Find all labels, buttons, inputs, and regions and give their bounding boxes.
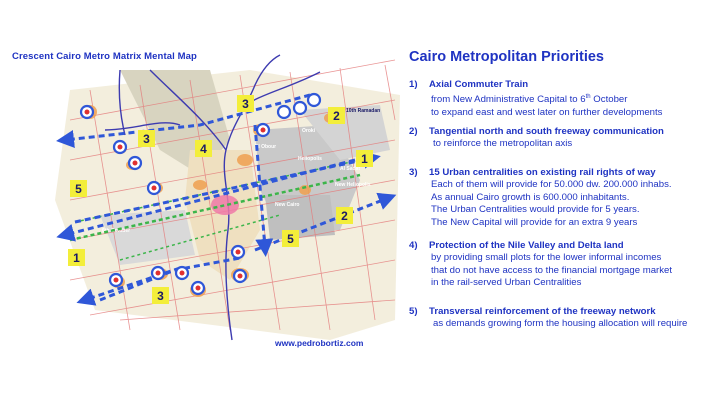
svg-text:2: 2: [333, 109, 340, 123]
item-line: The New Capital will provide for an extr…: [431, 216, 638, 228]
badge: 1: [356, 150, 373, 167]
item-heading: Axial Commuter Train: [429, 79, 529, 90]
item-line: to expand east and west later on further…: [431, 107, 663, 118]
panel-title: Cairo Metropolitan Priorities: [409, 49, 604, 65]
svg-text:5: 5: [75, 182, 82, 196]
item-heading: Protection of the Nile Valley and Delta …: [429, 240, 624, 251]
priority-item-3: 3) 15 Urban centralities on existing rail…: [409, 167, 719, 229]
item-line: by providing small plots for the lower i…: [431, 252, 662, 264]
district-label: Heliopolis: [298, 156, 322, 162]
badge: 4: [195, 140, 212, 157]
priority-item-2: 2) Tangential north and south freeway com…: [409, 126, 719, 151]
urban-centrality-markers: [79, 92, 322, 296]
priority-item-1: 1) Axial Commuter Train from New Administ…: [409, 79, 719, 119]
item-number: 5): [409, 306, 418, 317]
item-line: that do not have access to the financial…: [431, 264, 673, 276]
badge: 5: [282, 230, 299, 247]
item-number: 1): [409, 79, 418, 90]
item-number: 2): [409, 126, 418, 137]
district-label: 10th Ramadan: [346, 108, 380, 114]
item-line: The Urban Centralities would provide for…: [431, 204, 640, 216]
priority-item-5: 5) Transversal reinforcement of the freew…: [409, 306, 719, 331]
svg-text:4: 4: [200, 142, 207, 156]
badge: 3: [138, 130, 155, 147]
badge: 2: [336, 207, 353, 224]
district-label: Al Sadat: [340, 166, 360, 172]
item-line: Each of them will provide for 50.000 dw.…: [431, 179, 672, 191]
svg-text:3: 3: [157, 289, 164, 303]
freeway-arrows: [56, 93, 397, 306]
item-number: 4): [409, 240, 418, 251]
svg-text:1: 1: [361, 152, 368, 166]
svg-text:3: 3: [143, 132, 150, 146]
item-line: to reinforce the metropolitan axis: [433, 138, 573, 150]
district-label: New Heliopolis: [335, 182, 371, 188]
map-title: Crescent Cairo Metro Matrix Mental Map: [12, 51, 197, 62]
badge: 5: [70, 180, 87, 197]
item-line: As annual Cairo growth is 600.000 inhabi…: [431, 191, 630, 203]
svg-text:2: 2: [341, 209, 348, 223]
district-labels: Oroki 10th Ramadan El Obour Heliopolis A…: [102, 108, 380, 234]
district-label: 6th October: [102, 228, 130, 234]
svg-text:5: 5: [287, 232, 294, 246]
district-label: Oroki: [302, 128, 316, 134]
item-heading: 15 Urban centralities on existing rail r…: [429, 167, 656, 178]
item-line: from New Administrative Capital to 6th O…: [431, 94, 628, 106]
item-heading: Tangential north and south freeway commu…: [429, 126, 664, 137]
priority-badges: 3 2 3 4 1 5 2 5 1 3: [68, 95, 373, 304]
website-link[interactable]: www.pedrobortiz.com: [275, 338, 364, 348]
district-label: El Obour: [255, 144, 276, 150]
item-line: as demands growing form the housing allo…: [433, 318, 688, 330]
item-heading: Transversal reinforcement of the freeway…: [429, 306, 656, 317]
item-line: in the rail-served Urban Centralities: [431, 277, 582, 289]
metro-mental-map: Oroki 10th Ramadan El Obour Heliopolis A…: [55, 54, 400, 341]
priority-item-4: 4) Protection of the Nile Valley and Delt…: [409, 240, 719, 290]
badge: 1: [68, 249, 85, 266]
badge: 3: [152, 287, 169, 304]
district-label: New Cairo: [275, 202, 299, 208]
svg-text:1: 1: [73, 251, 80, 265]
item-number: 3): [409, 167, 418, 178]
badge: 3: [237, 95, 254, 112]
badge: 2: [328, 107, 345, 124]
svg-text:3: 3: [242, 97, 249, 111]
